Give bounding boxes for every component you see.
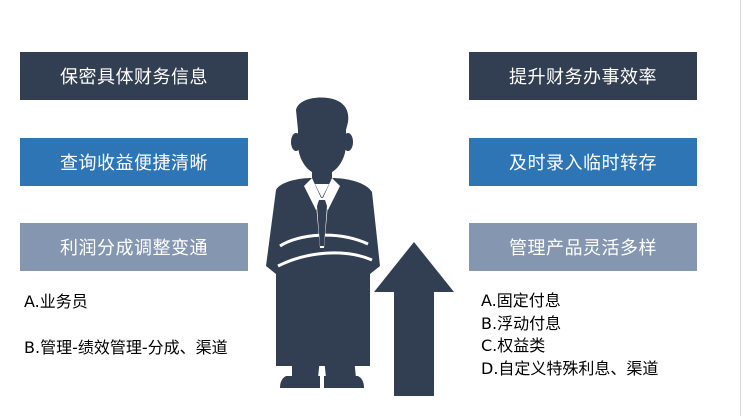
left-box-profit-sharing: 利润分成调整变通 bbox=[20, 223, 248, 271]
right-list-item: C.权益类 bbox=[481, 336, 546, 355]
right-list: A.固定付息 B.浮动付息 C.权益类 D.自定义特殊利息、渠道 bbox=[481, 290, 658, 380]
businessman-icon bbox=[266, 97, 380, 388]
right-box-flexible-products: 管理产品灵活多样 bbox=[469, 223, 697, 271]
left-list-item: B.管理-绩效管理-分成、渠道 bbox=[24, 338, 228, 357]
right-list-item: D.自定义特殊利息、渠道 bbox=[481, 358, 659, 378]
right-box-efficiency: 提升财务办事效率 bbox=[469, 52, 697, 100]
page-edge-line bbox=[740, 0, 741, 416]
left-list: A.业务员 B.管理-绩效管理-分成、渠道 bbox=[24, 290, 228, 360]
right-list-item: B.浮动付息 bbox=[481, 313, 562, 333]
businessman-figure bbox=[266, 97, 454, 396]
left-list-item: A.业务员 bbox=[24, 292, 88, 311]
left-box-query-earnings: 查询收益便捷清晰 bbox=[20, 138, 248, 186]
left-box-confidential-info: 保密具体财务信息 bbox=[20, 52, 248, 100]
right-list-item: A.固定付息 bbox=[481, 291, 561, 310]
right-box-timely-entry: 及时录入临时转存 bbox=[469, 138, 697, 186]
up-arrow-icon bbox=[374, 242, 454, 396]
